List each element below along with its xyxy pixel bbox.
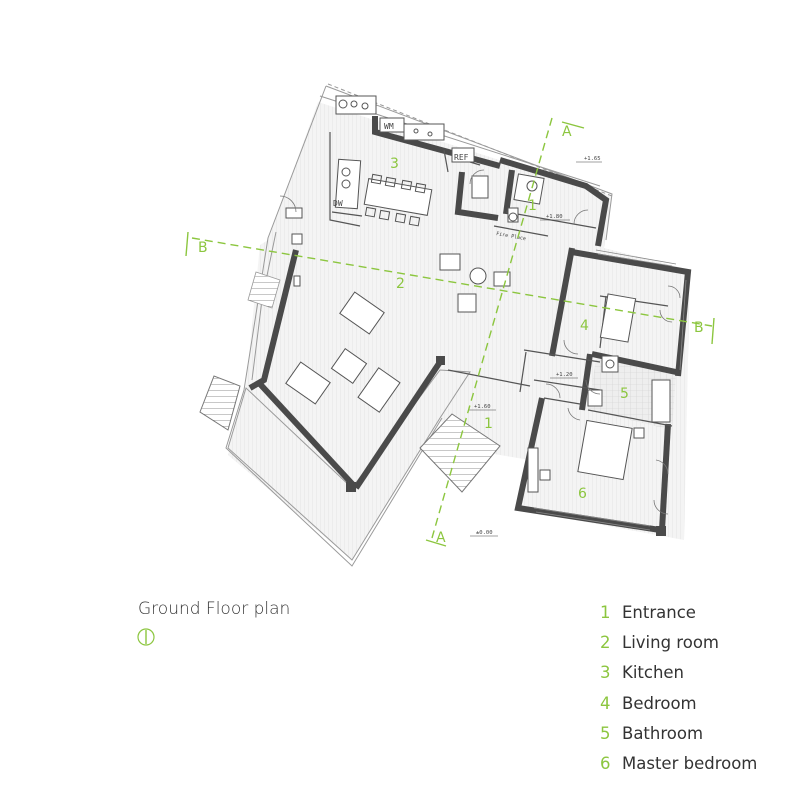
plan-title: Ground Floor plan bbox=[138, 599, 291, 619]
legend-item: 1 Entrance bbox=[600, 597, 757, 627]
north-arrow-icon bbox=[137, 628, 155, 646]
room-numbers: 1 2 3 4 5 6 1 bbox=[390, 156, 629, 502]
legend-label: Living room bbox=[622, 632, 719, 652]
legend: 1 Entrance 2 Living room 3 Kitchen 4 Bed… bbox=[600, 597, 757, 779]
legend-number: 3 bbox=[600, 663, 611, 683]
svg-text:REF: REF bbox=[454, 153, 469, 162]
legend-number: 5 bbox=[600, 723, 611, 743]
bathroom-fixtures bbox=[471, 173, 671, 423]
legend-number: 2 bbox=[600, 632, 611, 652]
room-number-1-entry: 1 bbox=[484, 416, 493, 432]
legend-item: 2 Living room bbox=[600, 627, 757, 657]
legend-label: Kitchen bbox=[622, 663, 685, 683]
svg-text:+1.80: +1.80 bbox=[546, 214, 563, 220]
level-markers: +1.65 +1.80 +1.20 +1.60 ±0.00 bbox=[468, 156, 602, 537]
legend-item: 5 Bathroom bbox=[600, 718, 757, 748]
legend-label: Bathroom bbox=[622, 723, 704, 743]
fixture-labels: WM REF DW Fire Place bbox=[333, 122, 526, 242]
room-number-2: 2 bbox=[396, 276, 405, 292]
svg-text:A: A bbox=[436, 530, 446, 546]
svg-text:B: B bbox=[694, 320, 704, 336]
legend-label: Bedroom bbox=[622, 693, 697, 713]
legend-item: 6 Master bedroom bbox=[600, 748, 757, 778]
legend-number: 6 bbox=[600, 754, 611, 774]
svg-text:+1.20: +1.20 bbox=[556, 372, 573, 378]
room-number-3: 3 bbox=[390, 156, 399, 172]
legend-label: Entrance bbox=[622, 602, 696, 622]
section-lines bbox=[191, 117, 713, 539]
bedroom-furniture bbox=[527, 293, 645, 493]
room-number-5: 5 bbox=[620, 386, 629, 402]
svg-text:±0.00: ±0.00 bbox=[476, 530, 493, 536]
kitchen-fixtures bbox=[285, 95, 475, 287]
svg-text:Fire Place: Fire Place bbox=[496, 231, 527, 242]
legend-item: 3 Kitchen bbox=[600, 658, 757, 688]
living-furniture bbox=[285, 253, 511, 413]
section-labels: A A B B bbox=[198, 124, 704, 546]
svg-text:DW: DW bbox=[333, 199, 343, 208]
stairs bbox=[199, 271, 501, 493]
door-swings bbox=[279, 169, 681, 515]
svg-text:WM: WM bbox=[384, 122, 394, 131]
interior-walls bbox=[329, 132, 673, 427]
legend-number: 4 bbox=[600, 693, 611, 713]
columns bbox=[346, 356, 666, 536]
legend-item: 4 Bedroom bbox=[600, 688, 757, 718]
legend-number: 1 bbox=[600, 602, 611, 622]
svg-text:+1.65: +1.65 bbox=[584, 156, 601, 162]
svg-text:A: A bbox=[562, 124, 572, 140]
room-number-4: 4 bbox=[580, 318, 589, 334]
windows bbox=[533, 249, 687, 531]
section-markers bbox=[185, 121, 715, 547]
svg-text:B: B bbox=[198, 240, 208, 256]
room-number-6: 6 bbox=[578, 486, 587, 502]
room-number-1: 1 bbox=[528, 198, 537, 214]
svg-text:+1.60: +1.60 bbox=[474, 404, 491, 410]
legend-label: Master bedroom bbox=[622, 754, 758, 774]
